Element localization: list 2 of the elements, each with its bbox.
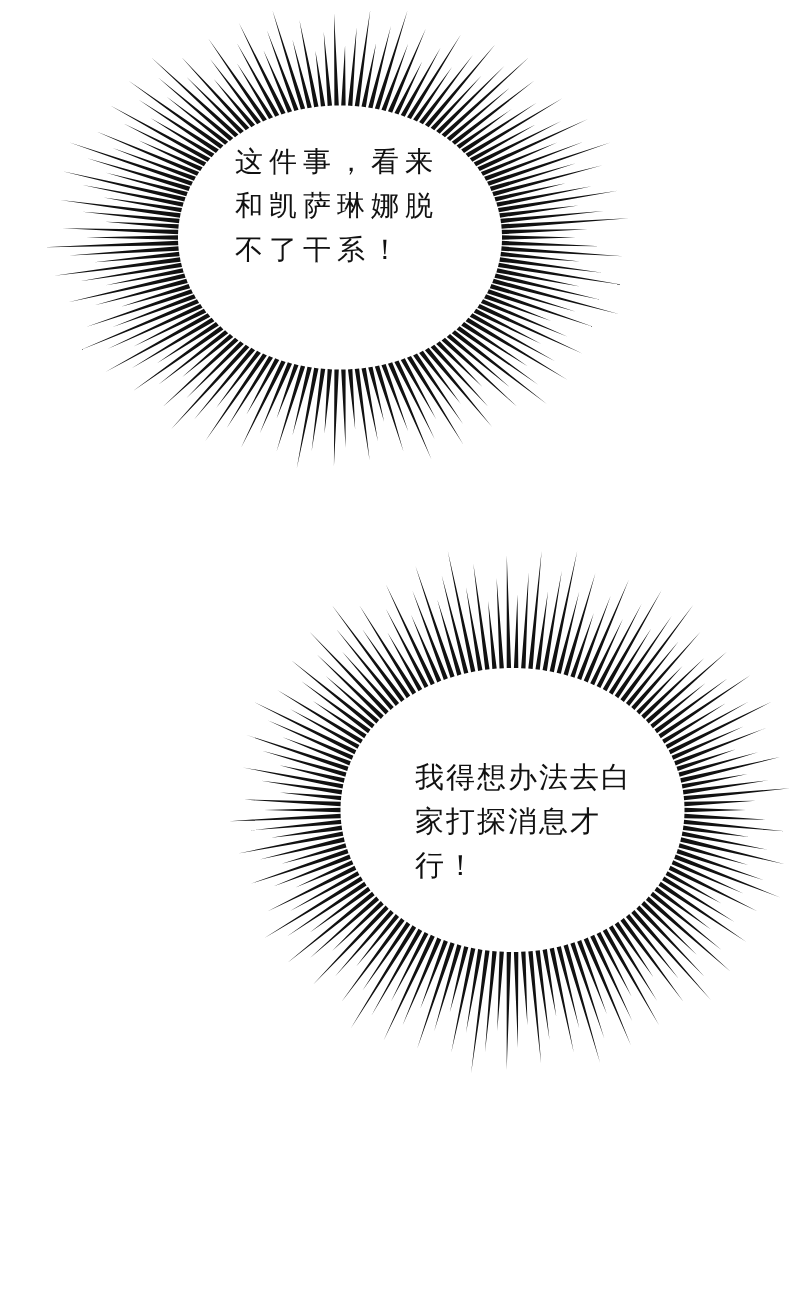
speech-text: 我得想办法去白家打探消息才行！ [415, 759, 633, 884]
speech-text: 这件事，看来和凯萨琳娜脱不了干系！ [235, 144, 440, 268]
